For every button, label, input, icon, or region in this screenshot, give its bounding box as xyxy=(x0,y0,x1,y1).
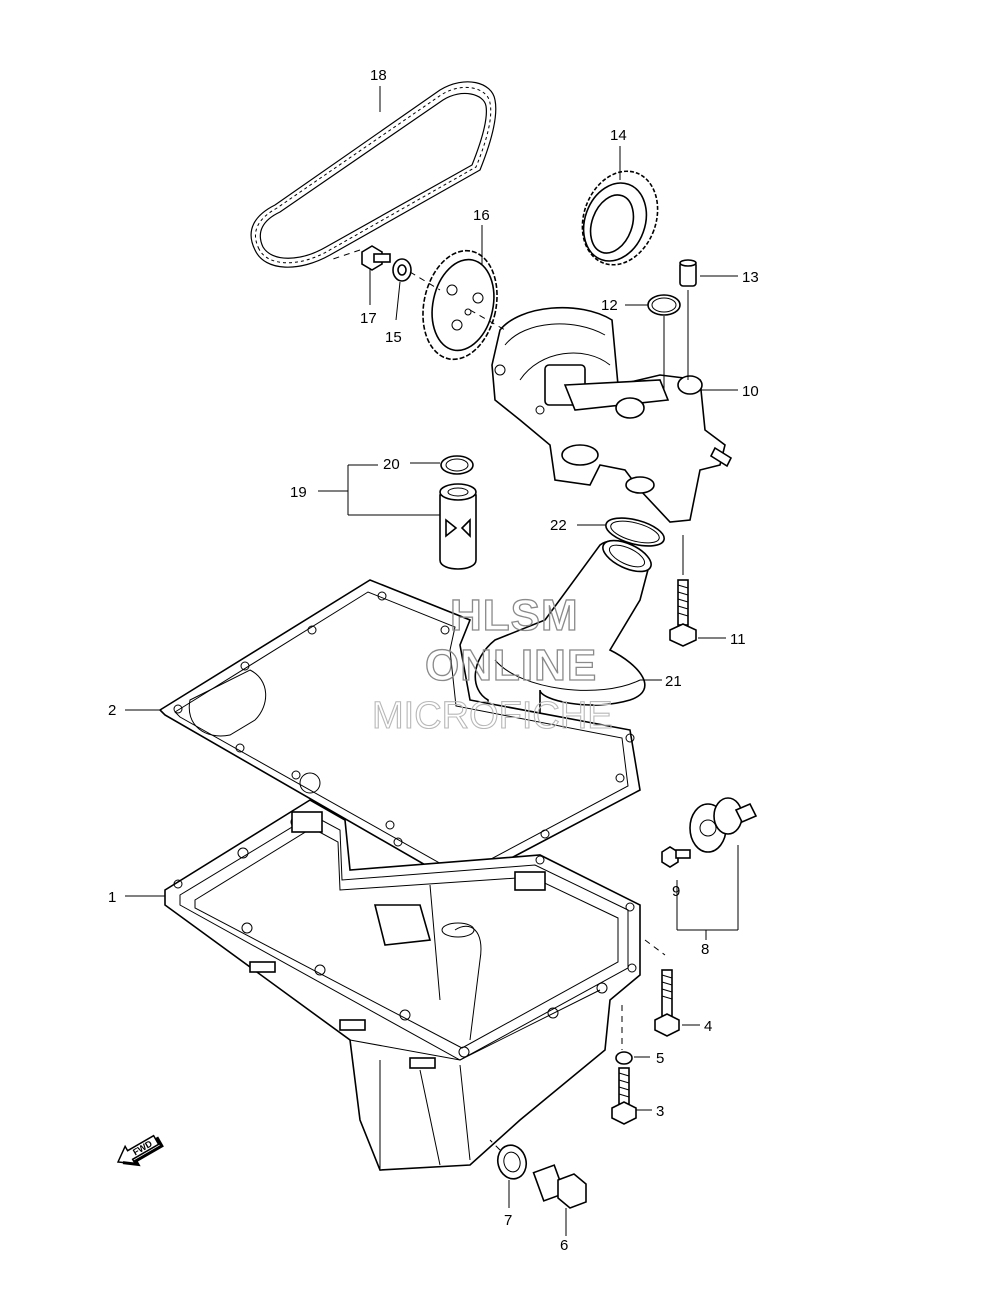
callout-1: 1 xyxy=(108,889,116,906)
part-9-bolt[interactable] xyxy=(661,846,691,868)
part-10-oil-pump[interactable] xyxy=(491,306,733,523)
part-4-bolt[interactable] xyxy=(654,969,680,1037)
part-22-o-ring[interactable] xyxy=(603,513,667,552)
callout-13: 13 xyxy=(742,269,759,286)
callout-12: 12 xyxy=(601,297,618,314)
callout-8: 8 xyxy=(701,941,709,958)
callout-22: 22 xyxy=(550,517,567,534)
part-14-sprocket[interactable] xyxy=(570,161,670,276)
part-18-chain[interactable] xyxy=(250,81,497,268)
callout-16: 16 xyxy=(473,207,490,224)
callout-11: 11 xyxy=(730,631,746,648)
watermark-line-3: MICROFICHE xyxy=(372,695,613,737)
callout-19: 19 xyxy=(290,484,307,501)
part-16-pump-sprocket[interactable] xyxy=(413,244,506,367)
part-19-strainer[interactable] xyxy=(439,483,477,570)
part-6-drain-plug[interactable] xyxy=(532,1164,587,1209)
callout-7: 7 xyxy=(504,1212,512,1229)
callout-4: 4 xyxy=(704,1018,712,1035)
watermark-line-1: HLSM xyxy=(450,591,579,640)
part-3-bolt[interactable] xyxy=(611,1067,637,1125)
callout-5: 5 xyxy=(656,1050,664,1067)
callout-15: 15 xyxy=(385,329,402,346)
callout-6: 6 xyxy=(560,1237,568,1254)
part-17-bolt[interactable] xyxy=(361,245,391,271)
callout-10: 10 xyxy=(742,383,759,400)
part-5-washer[interactable] xyxy=(615,1051,633,1065)
callout-9: 9 xyxy=(672,883,680,900)
callout-20: 20 xyxy=(383,456,400,473)
part-1-oil-pan[interactable] xyxy=(164,799,641,1171)
part-2-gasket[interactable] xyxy=(158,579,641,886)
callout-17: 17 xyxy=(360,310,377,327)
callout-18: 18 xyxy=(370,67,387,84)
callout-2: 2 xyxy=(108,702,116,719)
part-7-washer[interactable] xyxy=(494,1142,530,1182)
callout-21: 21 xyxy=(665,673,682,690)
callout-labels: 18 14 16 13 12 17 15 10 20 19 22 11 21 2… xyxy=(108,67,759,1254)
watermark: HLSM ONLINE MICROFICHE xyxy=(371,590,613,737)
part-8-sensor[interactable] xyxy=(689,797,758,853)
leader-lines xyxy=(125,86,739,1236)
callout-3: 3 xyxy=(656,1103,664,1120)
part-20-o-ring[interactable] xyxy=(440,455,474,475)
fwd-arrow-icon: FWD xyxy=(116,1134,164,1167)
part-12-o-ring[interactable] xyxy=(647,294,681,316)
part-11-bolt[interactable] xyxy=(669,579,697,647)
part-13-dowel[interactable] xyxy=(679,259,697,287)
watermark-line-2: ONLINE xyxy=(425,641,597,690)
part-15-washer[interactable] xyxy=(392,258,412,282)
callout-14: 14 xyxy=(610,127,627,144)
